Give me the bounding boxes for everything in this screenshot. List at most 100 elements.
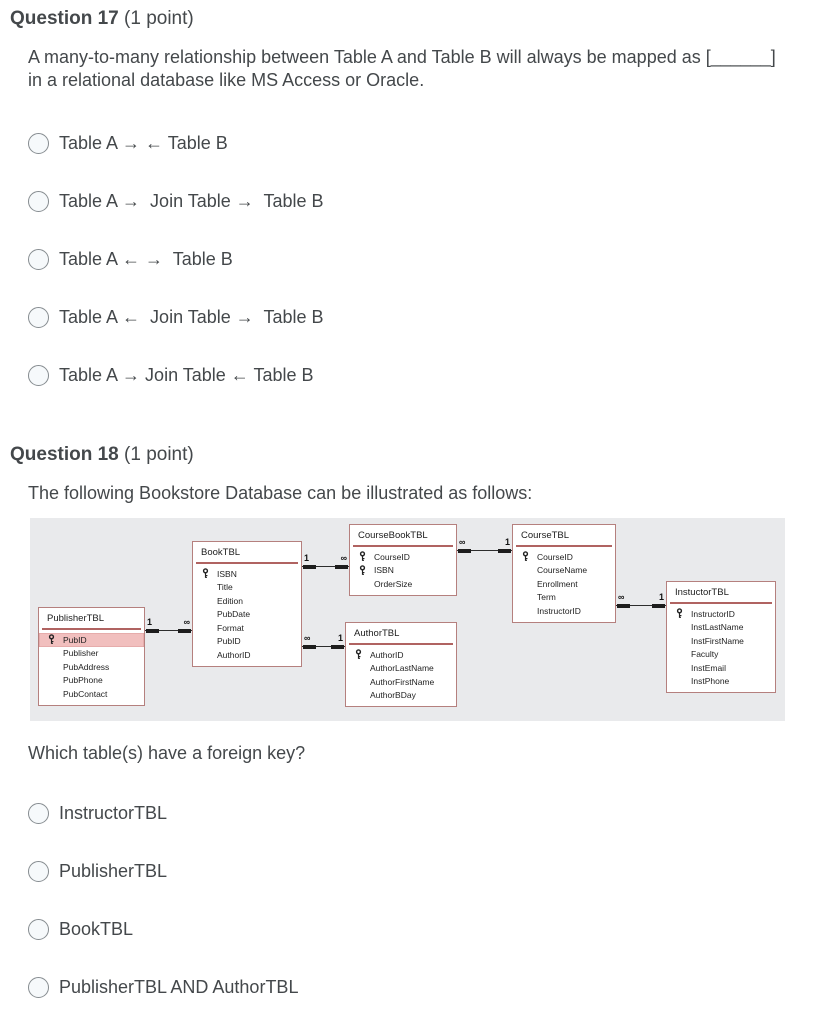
q17-option-4[interactable]: Table A ← Join Table → Table B [28,306,836,328]
table-field-row: PubPhone [39,674,144,688]
field-name: Title [217,582,233,593]
cardinality-label: 1 [147,617,153,627]
table-field-row: Term [513,591,615,605]
table-field-row: Faculty [667,648,775,662]
table-title-separator [516,545,612,547]
field-name: AuthorID [370,649,404,660]
cardinality-label: 1 [304,553,310,563]
question-17-heading: Question 17 (1 point) [10,7,836,31]
field-name: ISBN [374,565,394,576]
relationship-endbar [652,604,665,608]
question-17-title: Question 17 [10,8,119,29]
field-name: ISBN [217,568,237,579]
table-title: CourseTBL [521,530,570,541]
table-title: PublisherTBL [47,613,105,624]
primary-key-icon [676,608,691,619]
field-name: InstructorID [537,605,581,616]
table-field-row: ISBN [193,567,301,581]
q17-option-2[interactable]: Table A → Join Table → Table B [28,190,836,212]
table-field-row: CourseName [513,564,615,578]
cardinality-label: ∞ [459,537,466,547]
relationship-endbar [498,549,511,553]
relationship-endbar [178,629,191,633]
table-title: BookTBL [201,547,241,558]
field-name: PubDate [217,609,251,620]
table-field-row: AuthorID [193,648,301,662]
q18-option-3[interactable]: BookTBL [28,918,836,940]
field-name: InstFirstName [691,635,744,646]
table-field-row: PubID [193,635,301,649]
relationship-endbar [458,549,471,553]
q18-option-1[interactable]: InstructorTBL [28,802,836,824]
cardinality-label: ∞ [183,617,190,627]
field-name: AuthorLastName [370,663,434,674]
field-name: PubContact [63,688,108,699]
question-18-options: InstructorTBL PublisherTBL BookTBL Publi… [28,802,836,998]
table-title-separator [196,562,298,564]
table-field-row: ISBN [350,564,456,578]
primary-key-icon [355,649,370,660]
relationship-endbar [303,565,316,569]
field-name: PubID [217,636,241,647]
question-18-intro: The following Bookstore Database can be … [28,483,533,503]
table-field-row: InstructorID [667,607,775,621]
field-name: InstructorID [691,608,735,619]
table-field-row: PubAddress [39,660,144,674]
table-field-row: Format [193,621,301,635]
relationship-line [302,566,349,567]
field-name: CourseID [537,551,573,562]
field-name: CourseID [374,551,410,562]
option-label[interactable]: PublisherTBL AND AuthorTBL [59,977,299,997]
question-17-options: Table A → ← Table B Table A → Join Table… [28,132,836,386]
cardinality-label: 1 [337,633,343,643]
radio-button[interactable] [28,918,49,940]
q18-option-4[interactable]: PublisherTBL AND AuthorTBL [28,976,836,998]
table-field-row: InstLastName [667,621,775,635]
radio-button[interactable] [28,248,49,270]
radio-button[interactable] [28,364,49,386]
relationship-endbar [617,604,630,608]
radio-button[interactable] [28,190,49,212]
table-field-row: OrderSize [350,577,456,591]
table-field-row: AuthorBDay [346,689,456,703]
table-field-row: Enrollment [513,577,615,591]
field-name: AuthorID [217,649,251,660]
q17-option-3[interactable]: Table A ← → Table B [28,248,836,270]
option-label[interactable]: BookTBL [59,919,134,939]
option-label[interactable]: PublisherTBL [59,861,168,881]
option-label[interactable]: InstructorTBL [59,803,168,823]
field-name: PubPhone [63,675,103,686]
table-field-row: AuthorID [346,648,456,662]
option-label[interactable]: Table A ← → Table B [59,249,233,269]
table-title-separator [670,602,772,604]
table-field-row: AuthorFirstName [346,675,456,689]
q18-option-2[interactable]: PublisherTBL [28,860,836,882]
field-name: InstEmail [691,662,726,673]
field-name: AuthorBDay [370,690,416,701]
relationship-publisher-book: 1 ∞ [145,617,192,635]
primary-key-icon [522,551,537,562]
field-name: PubAddress [63,661,110,672]
option-label[interactable]: Table A → Join Table → Table B [59,191,324,211]
table-field-row: PubContact [39,687,144,701]
primary-key-icon [359,551,374,562]
radio-button[interactable] [28,976,49,998]
radio-button[interactable] [28,306,49,328]
table-field-row: InstructorID [513,604,615,618]
radio-button[interactable] [28,802,49,824]
question-17-points: (1 point) [124,8,194,29]
q17-option-5[interactable]: Table A → Join Table ← Table B [28,364,836,386]
cardinality-label: ∞ [618,592,625,602]
radio-button[interactable] [28,132,49,154]
table-field-row: PubDate [193,608,301,622]
option-label[interactable]: Table A ← Join Table → Table B [59,307,324,327]
option-label[interactable]: Table A → Join Table ← Table B [59,365,314,385]
table-field-row: CourseID [350,550,456,564]
relationship-course-instructor: ∞ 1 [616,592,666,610]
option-label[interactable]: Table A → ← Table B [59,133,228,153]
relationship-book-coursebook: 1 ∞ [302,553,349,571]
radio-button[interactable] [28,860,49,882]
q17-option-1[interactable]: Table A → ← Table B [28,132,836,154]
